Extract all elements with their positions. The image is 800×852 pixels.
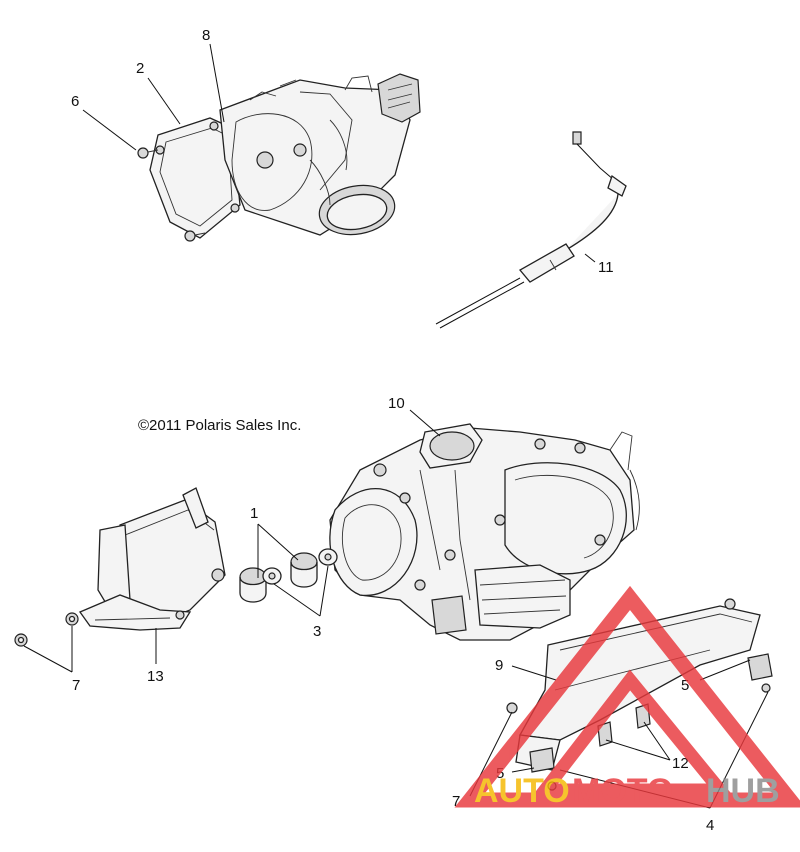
- isolator-lower: [239, 567, 267, 603]
- washer-lower: [262, 567, 282, 585]
- nut-7-left: [14, 633, 28, 647]
- throttle-cable: [435, 131, 627, 329]
- isolator-upper: [290, 552, 318, 588]
- throttle-body-assembly: [149, 73, 421, 239]
- callout-1: 1: [250, 505, 258, 522]
- watermark-moto: MOTO: [572, 772, 673, 810]
- engine-assembly: [329, 423, 640, 641]
- copyright-notice: ©2011 Polaris Sales Inc.: [138, 417, 301, 434]
- callout-7-left: 7: [72, 677, 80, 694]
- watermark-auto: AUTO: [474, 772, 570, 810]
- callout-9: 9: [495, 657, 503, 674]
- callout-10: 10: [388, 395, 405, 412]
- callout-labels: 1 2 3 4 5 5 6 7 7 8 9 10 11 12 13: [71, 27, 714, 834]
- engine-mount-bracket: [79, 487, 226, 631]
- mount-isolator-right: [747, 653, 773, 693]
- callout-7-lower: 7: [452, 793, 460, 810]
- screw-6-lower: [184, 230, 206, 242]
- callout-5-right: 5: [681, 677, 689, 694]
- washer-upper: [318, 548, 338, 566]
- callout-6: 6: [71, 93, 79, 110]
- watermark-logo: AUTO MOTO HUB: [454, 585, 800, 810]
- watermark-hub: HUB: [706, 772, 780, 810]
- callout-11: 11: [598, 259, 614, 276]
- callout-12: 12: [672, 755, 689, 772]
- screw-6-upper: [137, 147, 159, 159]
- callout-4: 4: [706, 817, 714, 834]
- callout-13: 13: [147, 668, 164, 685]
- callout-3: 3: [313, 623, 321, 640]
- callout-8: 8: [202, 27, 210, 44]
- nut-7-bracket: [65, 612, 79, 626]
- callout-2: 2: [136, 60, 144, 77]
